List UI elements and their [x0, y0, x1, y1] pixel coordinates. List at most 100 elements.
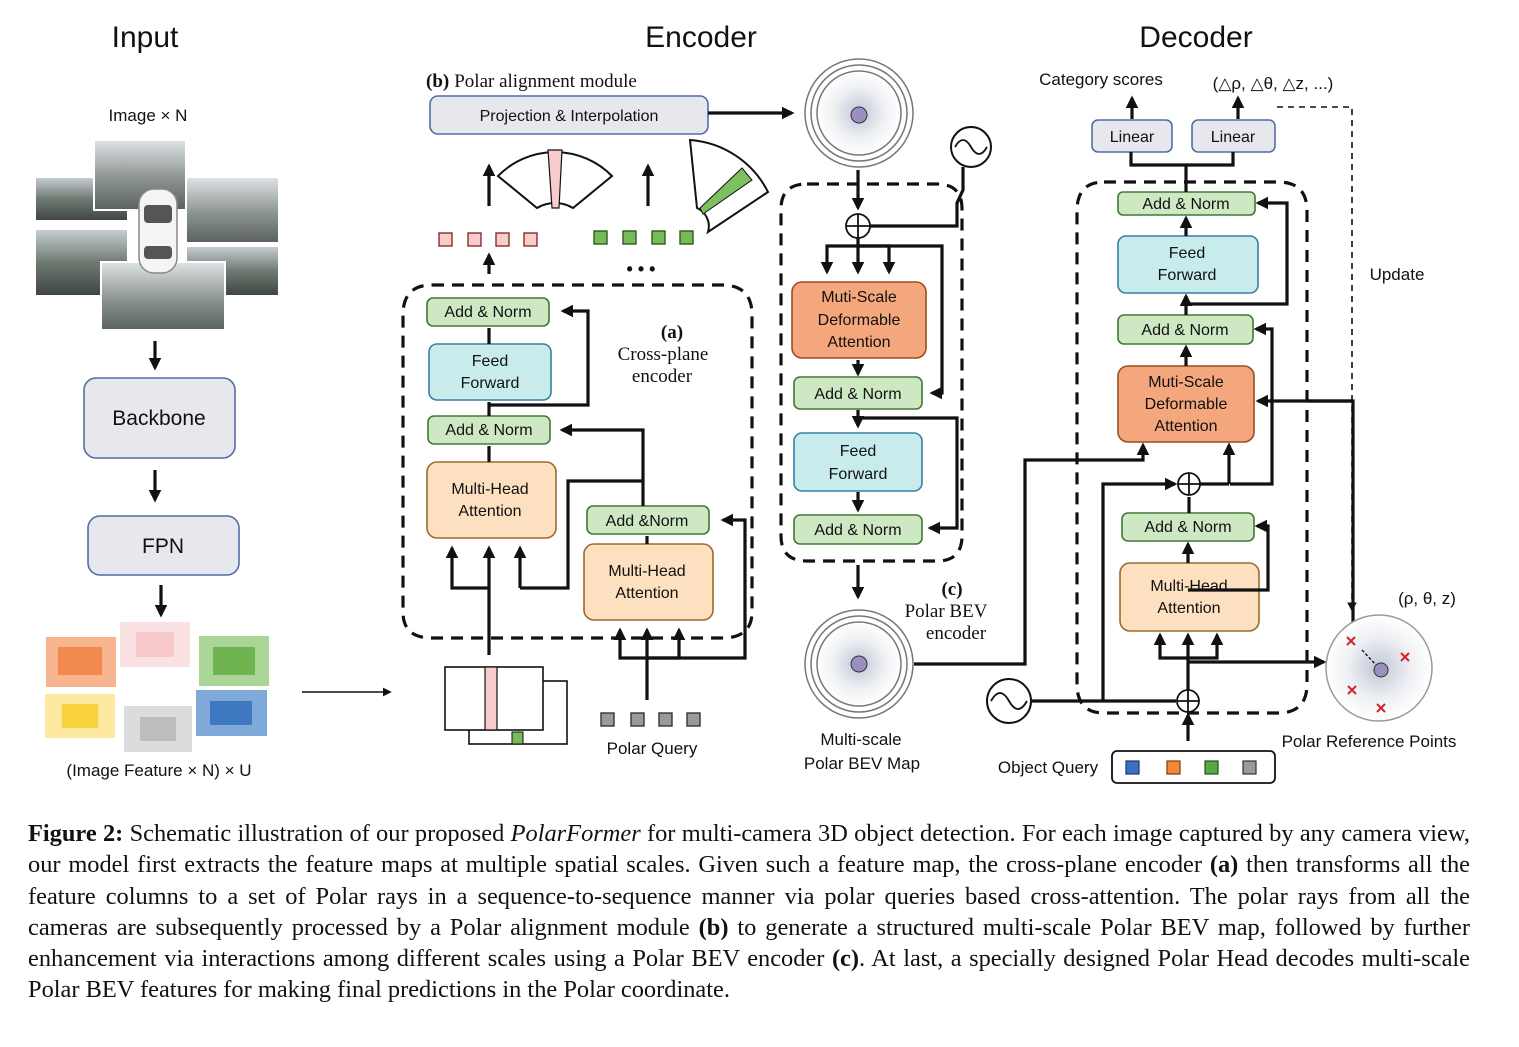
- bev-add-norm-2: [793, 514, 923, 545]
- image-label: Image × N: [109, 106, 188, 125]
- query-multi-head-attention: [583, 543, 714, 621]
- section-title-input: Input: [112, 21, 179, 54]
- bev-feed-l1: Feed: [840, 443, 876, 460]
- linear-cls-label: Linear: [1110, 129, 1155, 146]
- dec-add-circle-mid: [1177, 472, 1201, 496]
- positional-encoding-icon: [950, 126, 992, 168]
- fpn-block: [87, 515, 240, 576]
- caption-t5: . At last, a specially designed Polar He…: [28, 945, 1470, 1004]
- image-feature-label: (Image Feature × N) × U: [66, 761, 251, 780]
- sine-positional-icon: [986, 678, 1032, 724]
- enc-feed-l1: Feed: [472, 353, 508, 370]
- bev-msda-block: [791, 281, 927, 359]
- delta-output-label: (△ρ, △θ, △z, ...): [1213, 74, 1334, 93]
- dec-msda-l2: Deformable: [1145, 396, 1228, 413]
- backbone-block: [83, 377, 236, 459]
- decoder-arrows: [914, 106, 1357, 741]
- dec-feed-l2: Forward: [1158, 267, 1217, 284]
- caption-model-name: PolarFormer: [510, 820, 641, 847]
- multi-scale-polar-bev-map: [804, 609, 914, 719]
- fpn-label: FPN: [142, 535, 184, 558]
- camera-images: [34, 139, 280, 331]
- polar-query-label: Polar Query: [607, 739, 698, 758]
- category-scores-label: Category scores: [1039, 70, 1163, 89]
- bev-msda-l1: Muti-Scale: [821, 289, 897, 306]
- query-mha-l1: Multi-Head: [608, 563, 685, 580]
- polar-bev-encoder-frame: [779, 182, 964, 563]
- dec-multi-head-attention: [1119, 562, 1260, 632]
- update-label: Update: [1370, 265, 1425, 284]
- cross-plane-a: (a): [661, 322, 683, 343]
- projection-label: Projection & Interpolation: [480, 108, 659, 125]
- bev-add-norm-1: [793, 376, 923, 410]
- dec-mha-l1: Multi-Head: [1150, 578, 1227, 595]
- query-add-norm-label: Add &Norm: [606, 513, 689, 530]
- dec-msda-l3: Attention: [1154, 418, 1217, 435]
- bev-enc-l1: Polar BEV: [905, 601, 988, 622]
- dec-add-norm-mid-label: Add & Norm: [1141, 322, 1228, 339]
- ellipsis: • • •: [627, 259, 656, 279]
- query-mha-l2: Attention: [615, 585, 678, 602]
- linear-reg-label: Linear: [1211, 129, 1256, 146]
- feature-column-planes: [444, 666, 568, 745]
- enc-multi-head-attention: [426, 461, 557, 539]
- query-add-norm: [586, 505, 710, 535]
- cross-plane-l1: Cross-plane: [618, 344, 709, 365]
- bev-map-l2: Polar BEV Map: [804, 754, 920, 773]
- cross-plane-arrows: [445, 304, 747, 700]
- polar-alignment-title: (b)Polar alignment module: [426, 71, 637, 92]
- dec-feed-l1: Feed: [1169, 245, 1205, 262]
- caption-ref-b: (b): [698, 913, 729, 941]
- polar-ray-fan-left: [496, 149, 614, 210]
- bev-arrows: [820, 238, 959, 600]
- camera-image-back: [100, 261, 226, 331]
- polar-reference-points: [1325, 614, 1433, 722]
- caption-ref-a: (a): [1209, 851, 1239, 879]
- enc-feed-l2: Forward: [461, 375, 520, 392]
- bev-add-norm-2-label: Add & Norm: [814, 522, 901, 539]
- figure-caption: Figure 2: Schematic illustration of our …: [28, 818, 1470, 1006]
- enc-add-norm-mid-label: Add & Norm: [445, 422, 532, 439]
- caption-t1: Schematic illustration of our proposed: [123, 820, 511, 847]
- dec-add-norm-top-label: Add & Norm: [1142, 196, 1229, 213]
- projection-interpolation-block: [429, 95, 709, 135]
- bev-msda-l3: Attention: [827, 334, 890, 351]
- dec-msda-l1: Muti-Scale: [1148, 374, 1224, 391]
- cross-plane-l2: encoder: [632, 366, 693, 387]
- car-icon: [138, 188, 178, 274]
- add-circle-icon: [845, 213, 871, 239]
- section-title-decoder: Decoder: [1139, 21, 1252, 54]
- object-query-label: Object Query: [998, 758, 1099, 777]
- enc-add-norm-top-label: Add & Norm: [444, 304, 531, 321]
- polar-query-tokens: [600, 712, 701, 727]
- polar-ray-tokens-green: [593, 230, 694, 245]
- camera-image-front-right: [185, 176, 280, 244]
- caption-ref-c: (c): [831, 945, 860, 973]
- polar-bev-map-top: [804, 58, 914, 168]
- polar-reference-points-label: Polar Reference Points: [1282, 732, 1457, 751]
- bev-c-label: (c): [941, 579, 962, 600]
- multi-scale-feature-maps: [45, 622, 269, 752]
- decoder-frame: [1075, 180, 1309, 715]
- polar-ray-fan-right: [688, 138, 770, 235]
- bev-enc-l2: encoder: [926, 623, 987, 644]
- object-query-tokens: [1111, 750, 1276, 784]
- backbone-label: Backbone: [112, 407, 205, 430]
- bev-add-norm-1-label: Add & Norm: [814, 386, 901, 403]
- rho-theta-z-label: (ρ, θ, z): [1398, 589, 1456, 608]
- bev-map-l1: Multi-scale: [820, 730, 901, 749]
- caption-t2: for multi-camera 3D object detection. Fo…: [28, 820, 1470, 879]
- dec-mha-l2: Attention: [1157, 600, 1220, 617]
- architecture-diagram: Input Encoder Decoder Image × N Backbone…: [34, 21, 1457, 784]
- bev-feed-l2: Forward: [829, 466, 888, 483]
- enc-add-norm-top: [426, 297, 550, 327]
- caption-fig-label: Figure 2:: [28, 820, 124, 847]
- dec-add-norm-bottom-label: Add & Norm: [1144, 519, 1231, 536]
- dec-add-circle-bottom: [1176, 689, 1200, 713]
- section-title-encoder: Encoder: [645, 21, 757, 54]
- dec-feed-forward: [1117, 235, 1259, 294]
- enc-mha-l1: Multi-Head: [451, 481, 528, 498]
- bev-msda-l2: Deformable: [818, 312, 901, 329]
- caption-t4: to generate a structured multi-scale Pol…: [28, 913, 1470, 973]
- bev-feed-forward: [793, 432, 923, 492]
